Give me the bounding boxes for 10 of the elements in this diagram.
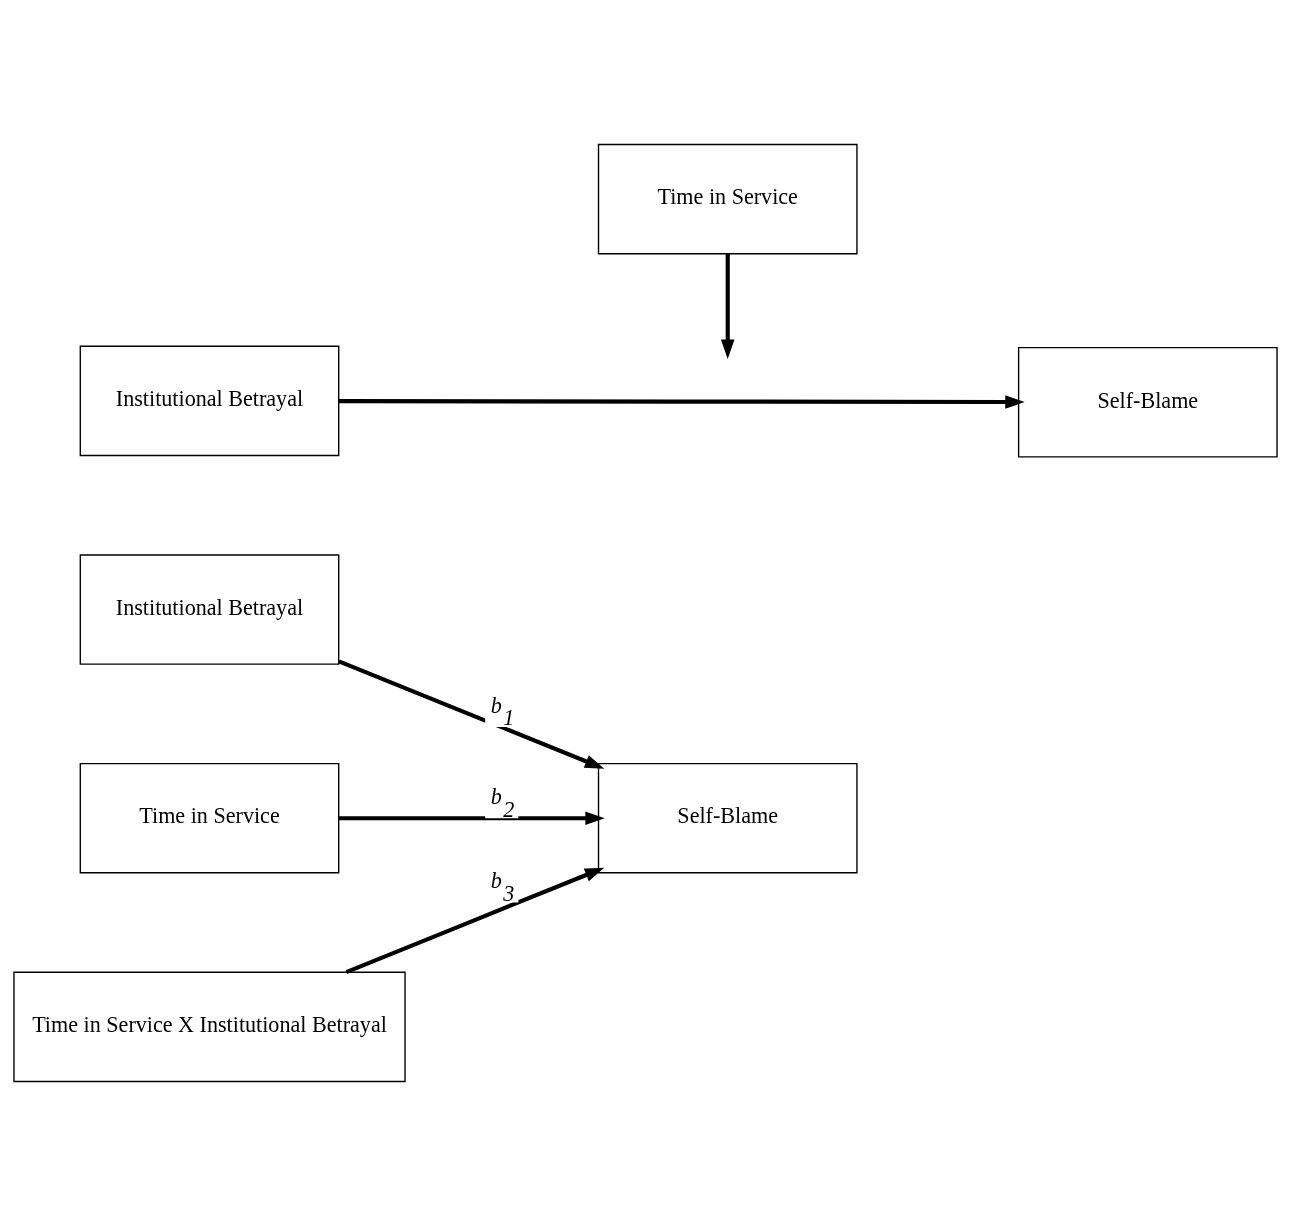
arrow bbox=[339, 394, 1025, 409]
node-box: Self-Blame bbox=[1017, 346, 1278, 458]
node-box: Institutional Betrayal bbox=[79, 553, 340, 665]
arrow bbox=[338, 810, 605, 825]
node-box: Institutional Betrayal bbox=[79, 345, 340, 456]
arrow bbox=[338, 658, 605, 769]
node-box: Time in Service bbox=[597, 143, 858, 254]
node-box: Time in Service bbox=[79, 762, 340, 873]
node-box: Self-Blame bbox=[597, 762, 858, 873]
node-box: Time in Service X Institutional Betrayal bbox=[13, 971, 406, 1082]
